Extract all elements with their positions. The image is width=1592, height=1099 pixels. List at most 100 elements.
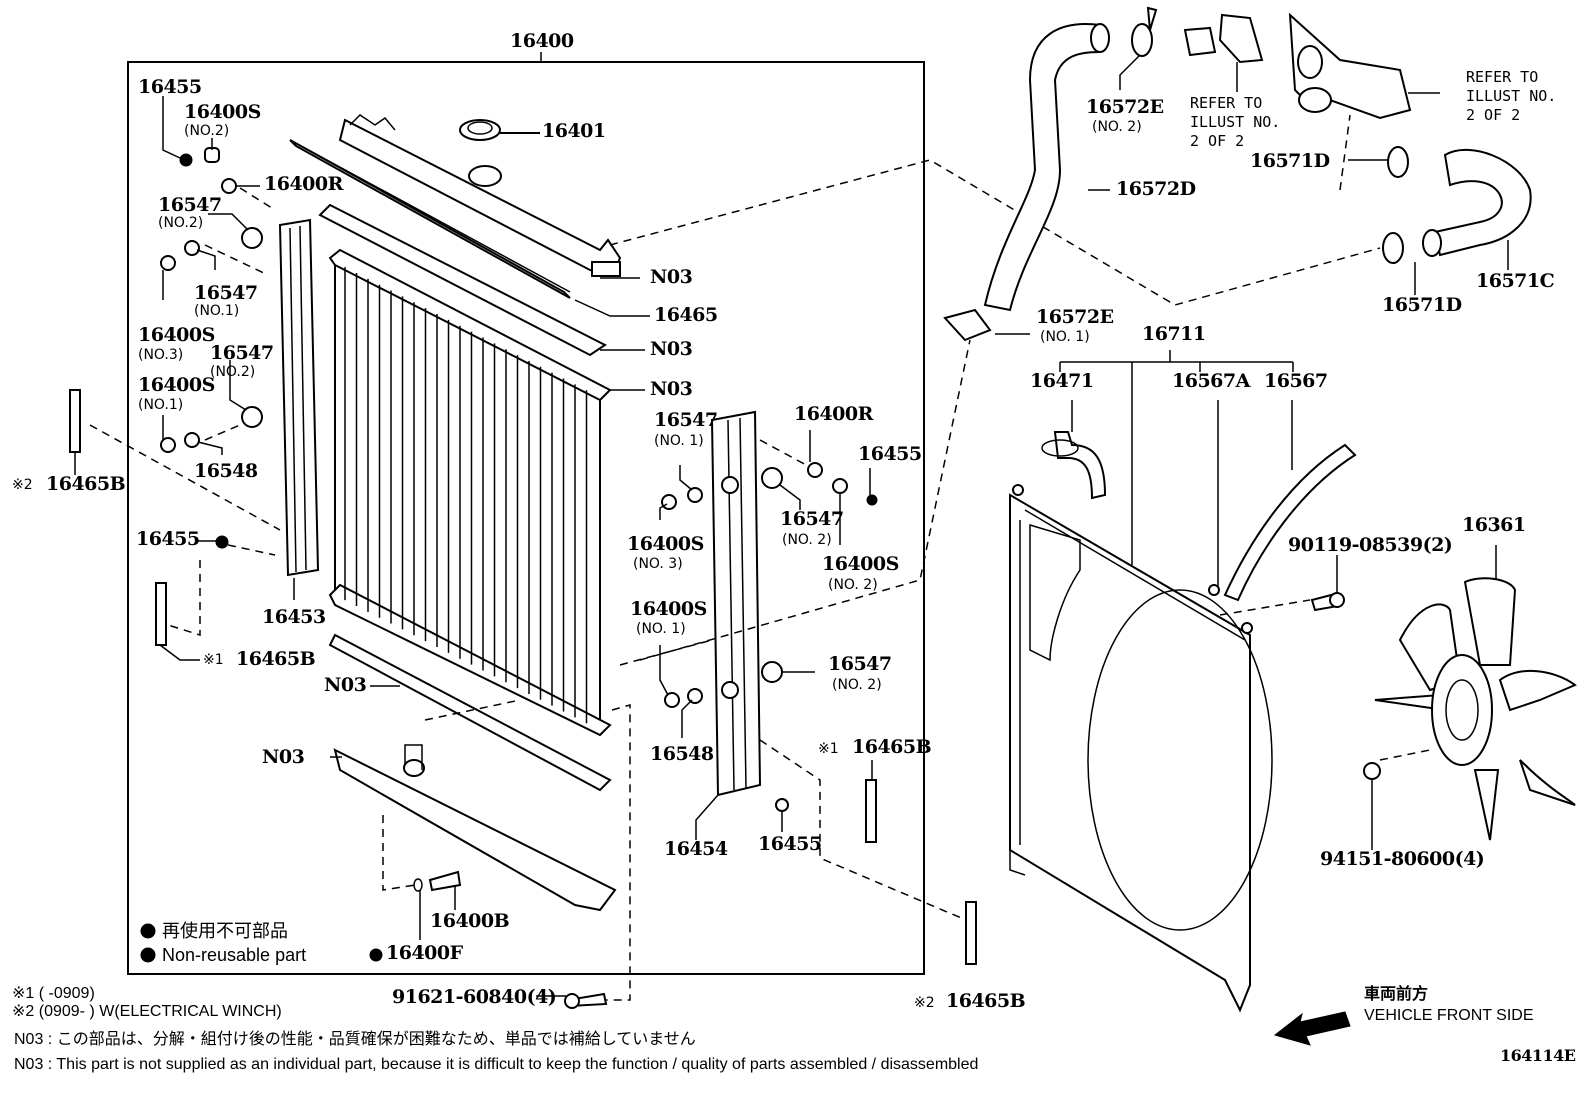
- strip-16465: [289, 139, 571, 299]
- part-label[interactable]: 90119-08539(2): [1288, 534, 1453, 556]
- part-sublabel: (NO. 2): [832, 677, 882, 693]
- left-side-panel: [278, 218, 320, 577]
- radiator-cap: [459, 119, 540, 141]
- part-label[interactable]: 16572D: [1116, 178, 1196, 200]
- part-label[interactable]: 16547: [194, 282, 258, 304]
- part-sublabel: (NO. 2): [828, 577, 878, 593]
- part-label[interactable]: 16400R: [794, 403, 873, 425]
- clamp-16572E-no1: [943, 308, 1030, 342]
- left-fasteners: [160, 147, 263, 549]
- part-label[interactable]: 16711: [1142, 323, 1206, 345]
- part-label[interactable]: N03: [262, 746, 305, 768]
- part-label[interactable]: N03: [650, 338, 693, 360]
- water-outlet: [1183, 13, 1264, 92]
- part-sublabel: (NO. 2): [782, 532, 832, 548]
- part-label[interactable]: 16455: [138, 76, 202, 98]
- right-side-panel: [710, 410, 762, 797]
- part-label[interactable]: 16400S: [138, 374, 215, 396]
- part-label[interactable]: 16400S: [630, 598, 707, 620]
- part-label[interactable]: 16572E: [1036, 306, 1114, 328]
- direction-jp: 車両前方: [1364, 986, 1429, 1003]
- part-label[interactable]: 16455: [136, 528, 200, 550]
- figure-code: 164114E: [1500, 1046, 1576, 1065]
- part-label[interactable]: 91621-60840(4): [392, 986, 557, 1008]
- part-label[interactable]: 16455: [858, 443, 922, 465]
- inlet-pipe: [1288, 12, 1440, 120]
- legend-en: Non-reusable part: [162, 945, 307, 965]
- shroud-hoses: [1041, 431, 1357, 602]
- part-sublabel: (NO.1): [138, 397, 184, 413]
- part-label[interactable]: 16567: [1264, 370, 1328, 392]
- part-label[interactable]: 16571C: [1476, 270, 1555, 292]
- part-label[interactable]: 16400S: [627, 533, 704, 555]
- part-sublabel: (NO.2): [184, 123, 230, 139]
- part-label[interactable]: 16465B: [852, 736, 932, 758]
- part-label[interactable]: 16465: [654, 304, 718, 326]
- note-mark: ※2: [12, 477, 33, 493]
- part-label[interactable]: 94151-80600(4): [1320, 848, 1485, 870]
- part-label[interactable]: 16400S: [138, 324, 215, 346]
- part-label[interactable]: 16465B: [46, 473, 126, 495]
- part-sublabel: (NO.2): [210, 364, 256, 380]
- part-label[interactable]: 16453: [262, 606, 326, 628]
- part-label[interactable]: 16465B: [946, 990, 1026, 1012]
- part-label[interactable]: 16400B: [430, 910, 510, 932]
- fan-shroud: [1009, 484, 1273, 1013]
- part-label[interactable]: 16400S: [822, 553, 899, 575]
- part-label[interactable]: 16547: [780, 508, 844, 530]
- note-mark: ※1: [203, 652, 224, 668]
- part-label[interactable]: 16547: [158, 194, 222, 216]
- footnote-n03-en: N03 : This part is not supplied as an in…: [14, 1056, 979, 1073]
- upper-gasket: [318, 203, 607, 357]
- rods-16465B: [69, 389, 977, 965]
- nut-94151: [1363, 762, 1381, 850]
- part-label[interactable]: N03: [650, 378, 693, 400]
- part-label[interactable]: N03: [324, 674, 367, 696]
- part-label[interactable]: 16571D: [1382, 294, 1462, 316]
- part-label[interactable]: 16571D: [1250, 150, 1330, 172]
- legend-jp: 再使用不可部品: [162, 921, 288, 941]
- part-label[interactable]: 16547: [210, 342, 274, 364]
- part-label[interactable]: 16567A: [1172, 370, 1250, 392]
- part-sublabel: (NO. 1): [636, 621, 686, 637]
- bolt-90119: [1310, 555, 1345, 612]
- leader-lines: [74, 96, 873, 997]
- footnote-1: ※1 ( -0909): [12, 985, 95, 1002]
- part-label[interactable]: 16400S: [184, 101, 261, 123]
- part-sublabel: (NO. 1): [654, 433, 704, 449]
- part-label[interactable]: 16572E: [1086, 96, 1164, 118]
- part-label[interactable]: 16455: [758, 833, 822, 855]
- note-mark: ※2: [914, 995, 935, 1011]
- vehicle-front-arrow: [1273, 1011, 1351, 1046]
- refer-note: REFER TO ILLUST NO. 2 OF 2: [1190, 94, 1281, 150]
- shroud-group-bracket: [1059, 350, 1294, 590]
- part-sublabel: (NO. 1): [1040, 329, 1090, 345]
- dashed-connectors: [89, 159, 1431, 1001]
- part-label[interactable]: 16454: [664, 838, 728, 860]
- lower-gasket: [328, 633, 612, 792]
- clamp-16572E-no2: [1119, 6, 1158, 90]
- radiator-core: [328, 248, 612, 737]
- part-sublabel: (NO.1): [194, 303, 240, 319]
- assembly-frame: [127, 52, 925, 975]
- part-label[interactable]: 16547: [828, 653, 892, 675]
- part-label[interactable]: 16465B: [236, 648, 316, 670]
- upper-hose: [983, 23, 1110, 312]
- part-label[interactable]: 16400R: [264, 173, 343, 195]
- lower-hose: [1339, 114, 1532, 295]
- note-mark: ※1: [818, 741, 839, 757]
- right-fasteners: [564, 462, 878, 1009]
- part-label[interactable]: N03: [650, 266, 693, 288]
- part-label[interactable]: 16547: [654, 409, 718, 431]
- part-label[interactable]: 16548: [194, 460, 258, 482]
- part-sublabel: (NO.2): [158, 215, 204, 231]
- legend-dots: [140, 923, 383, 963]
- part-label[interactable]: 16361: [1462, 514, 1526, 536]
- drain-plug: [413, 870, 462, 892]
- assembly-label: 16400: [510, 30, 574, 52]
- part-label[interactable]: 16400F: [386, 942, 463, 964]
- part-label[interactable]: 16401: [542, 120, 606, 142]
- part-label[interactable]: 16471: [1030, 370, 1094, 392]
- part-label[interactable]: 16548: [650, 743, 714, 765]
